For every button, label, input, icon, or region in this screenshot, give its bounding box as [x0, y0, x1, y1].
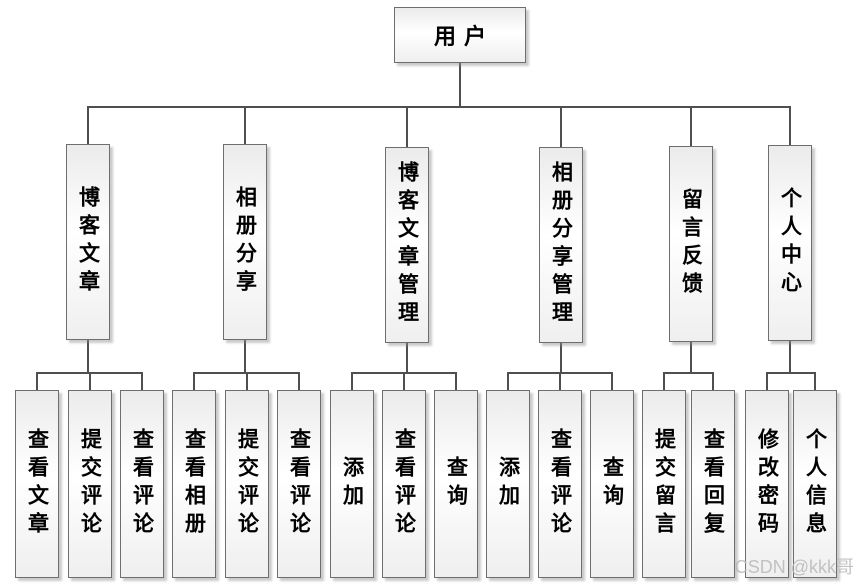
node-blog-articles: 博客文章: [66, 144, 110, 340]
watermark: CSDN @kkk哥: [734, 557, 854, 577]
node-view-comments-1: 查看评论: [120, 390, 164, 578]
node-personal-info: 个人信息: [793, 390, 837, 578]
node-label: 查看评论: [130, 428, 155, 540]
node-label: 添加: [340, 456, 365, 512]
node-label: 相册分享: [233, 186, 258, 298]
node-submit-comment-1: 提交评论: [68, 390, 112, 578]
node-view-articles: 查看文章: [15, 390, 59, 578]
node-submit-message: 提交留言: [642, 390, 686, 578]
node-submit-comment-2: 提交评论: [225, 390, 269, 578]
node-message-feedback: 留言反馈: [669, 146, 713, 342]
node-label: 修改密码: [755, 428, 780, 540]
node-change-password: 修改密码: [745, 390, 789, 578]
node-query-1: 查询: [434, 390, 478, 578]
node-view-comments-4: 查看评论: [538, 390, 582, 578]
node-view-album: 查看相册: [172, 390, 216, 578]
node-label: 添加: [496, 456, 521, 512]
node-view-replies: 查看回复: [691, 390, 735, 578]
node-label: 查询: [444, 456, 469, 512]
node-label: 相册分享管理: [549, 161, 574, 329]
node-label: 查看评论: [392, 428, 417, 540]
node-label: 个人中心: [778, 187, 803, 299]
node-label: 提交评论: [78, 428, 103, 540]
node-personal-center: 个人中心: [768, 145, 812, 341]
node-add-2: 添加: [486, 390, 530, 578]
node-query-2: 查询: [590, 390, 634, 578]
node-user: 用户: [394, 7, 526, 63]
node-label: 查询: [600, 456, 625, 512]
node-label: 查看评论: [287, 428, 312, 540]
node-label: 查看文章: [25, 428, 50, 540]
node-label: 留言反馈: [679, 188, 704, 300]
node-label: 查看相册: [182, 428, 207, 540]
node-album-sharing-management: 相册分享管理: [539, 147, 583, 343]
node-label: 提交留言: [652, 428, 677, 540]
node-label: 博客文章: [76, 186, 101, 298]
node-label: 博客文章管理: [395, 161, 420, 329]
node-label: 个人信息: [803, 428, 828, 540]
node-album-sharing: 相册分享: [223, 144, 267, 340]
node-label: 查看回复: [701, 428, 726, 540]
node-view-comments-2: 查看评论: [277, 390, 321, 578]
node-label: 提交评论: [235, 428, 260, 540]
node-blog-article-management: 博客文章管理: [385, 147, 429, 343]
node-add-1: 添加: [330, 390, 374, 578]
node-view-comments-3: 查看评论: [382, 390, 426, 578]
node-label: 查看评论: [548, 428, 573, 540]
